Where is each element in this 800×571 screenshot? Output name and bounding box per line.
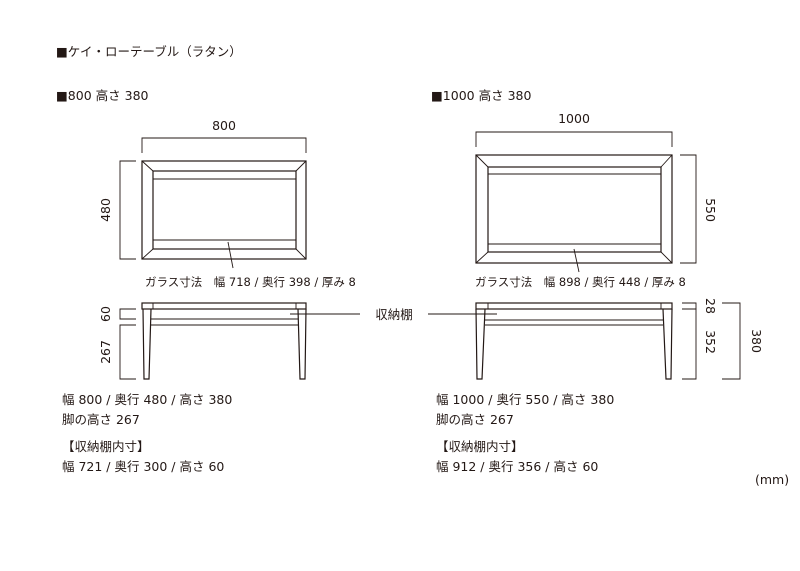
glass-dimensions: ガラス寸法 幅 718 / 奥行 398 / 厚み 8 [145, 275, 356, 289]
side-view [141, 302, 307, 380]
shelf-height-dimension-label: 60 [98, 306, 113, 322]
spec-leg-height: 脚の高さ 267 [436, 412, 514, 427]
model-1000: ■1000 高さ 380 1000 550 ガラス寸法 幅 898 / 奥行 4… [431, 88, 764, 474]
model-800: ■800 高さ 380 800 480 ガラス寸法 幅 718 / 奥行 398… [56, 88, 356, 474]
lower-height-dimension-line [682, 308, 697, 380]
depth-dimension-line [119, 160, 136, 260]
spec-size: 幅 800 / 奥行 480 / 高さ 380 [62, 392, 232, 407]
shelf-spec: 幅 912 / 奥行 356 / 高さ 60 [436, 459, 598, 474]
width-dimension-label: 800 [212, 118, 236, 133]
depth-dimension-line [680, 154, 697, 264]
leg-height-dimension-label: 267 [98, 340, 113, 364]
width-dimension-line [141, 137, 307, 153]
width-dimension-label: 1000 [558, 111, 590, 126]
depth-dimension-label: 550 [703, 198, 718, 222]
spec-size: 幅 1000 / 奥行 550 / 高さ 380 [436, 392, 614, 407]
leg-height-dimension-line [119, 324, 136, 380]
shelf-label: 収納棚 [375, 307, 413, 322]
unit-label: (mm) [755, 472, 789, 487]
top-view [475, 154, 673, 264]
side-view [475, 302, 673, 380]
glass-leader-line [227, 241, 234, 269]
shelf-spec: 幅 721 / 奥行 300 / 高さ 60 [62, 459, 224, 474]
model-heading: ■800 高さ 380 [56, 88, 149, 103]
model-heading: ■1000 高さ 380 [431, 88, 531, 103]
spec-leg-height: 脚の高さ 267 [62, 412, 140, 427]
width-dimension-line [475, 131, 673, 147]
total-height-dimension-line [722, 302, 741, 380]
total-height-dimension-label: 380 [749, 329, 764, 353]
top-view [141, 160, 307, 260]
lower-height-dimension-label: 352 [703, 330, 718, 354]
shelf-spec-heading: 【収納棚内寸】 [436, 439, 524, 454]
shelf-height-dimension-line [119, 308, 136, 320]
top-thickness-dimension-label: 28 [703, 298, 718, 314]
glass-leader-line [573, 248, 580, 273]
top-thickness-dimension-line [682, 302, 697, 310]
glass-dimensions: ガラス寸法 幅 898 / 奥行 448 / 厚み 8 [475, 275, 686, 289]
depth-dimension-label: 480 [98, 198, 113, 222]
shelf-spec-heading: 【収納棚内寸】 [62, 439, 150, 454]
page-title: ■ケイ・ローテーブル（ラタン） [56, 44, 242, 59]
